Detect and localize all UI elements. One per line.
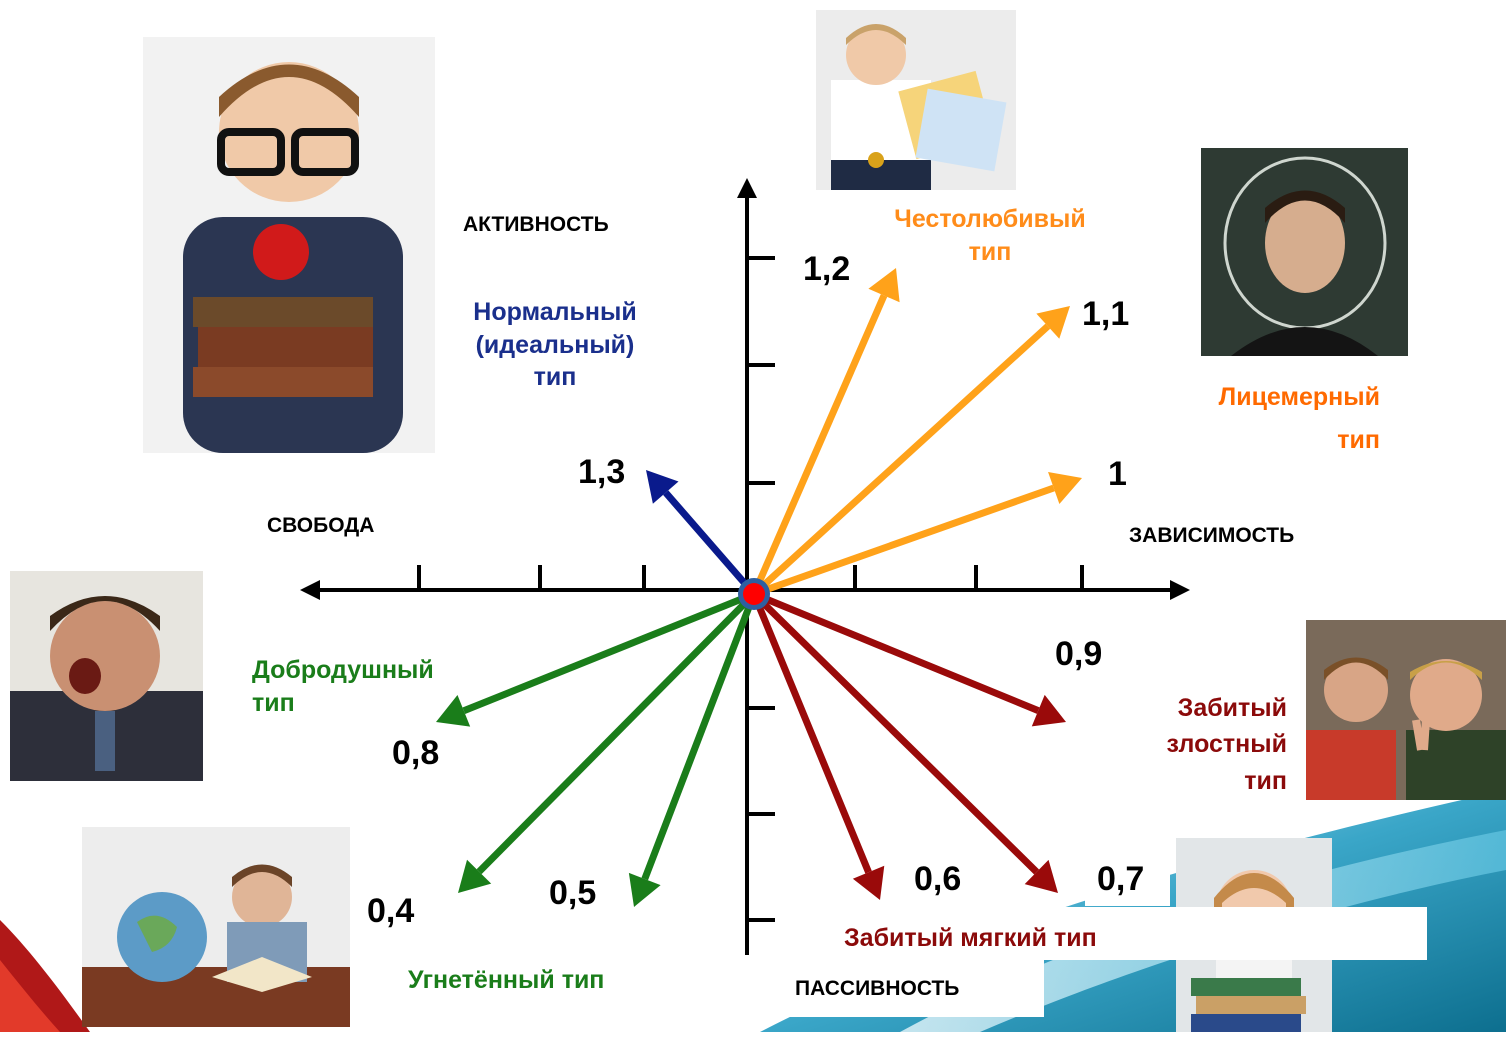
arrowhead-right: [1170, 580, 1190, 600]
value-label-0-4: 0,4: [367, 892, 415, 930]
axis-ticks: [417, 256, 1084, 922]
photo-two-boys: [1306, 620, 1506, 800]
arrow-head-0-9: [1031, 694, 1066, 727]
arrow-shaft-0-7: [751, 591, 1040, 875]
arrow-head-0-6: [852, 865, 885, 900]
axis-label-activity: АКТИВНОСТЬ: [463, 213, 609, 236]
arrow-shaft-1-2: [750, 294, 888, 596]
arrow-shaft-0-6: [750, 592, 872, 874]
axis-arrowheads: [300, 178, 1190, 600]
type-label-downtrodden-soft: Забитый мягкий тип: [844, 924, 1097, 952]
arrow-head-0-8: [436, 695, 471, 727]
value-label-1: 1: [1108, 455, 1127, 493]
arrow-head-1-1: [1036, 306, 1070, 339]
label-bg-oppressed: [394, 955, 706, 1005]
arrow-head-1-2: [868, 268, 900, 303]
type-label-normal: Нормальный (идеальный) тип: [473, 298, 637, 391]
value-label-0-8: 0,8: [392, 734, 440, 772]
arrow-shaft-0-9: [752, 590, 1040, 714]
type-label-downtrodden-angry: Забитый злостный тип: [1166, 694, 1287, 795]
value-label-1-3: 1,3: [578, 453, 626, 491]
label-bg-passive: [776, 955, 1044, 1017]
photo-yawning-boy: [10, 571, 203, 781]
arrow-shaft-0-5: [641, 592, 758, 881]
type-label-hypocritical: Лицемерный тип: [1218, 383, 1380, 454]
value-label-0-9: 0,9: [1055, 635, 1103, 673]
axes: [310, 190, 1180, 955]
type-label-oppressed: Угнетённый тип: [408, 966, 605, 994]
arrow-shaft-1-1: [751, 323, 1051, 597]
photo-boy-glasses-books: [143, 37, 435, 453]
photo-boy-diplomas: [816, 10, 1016, 190]
photo-boy-globe: [82, 827, 350, 1027]
origin-point: [738, 578, 770, 610]
arrow-head-0-5: [628, 872, 661, 907]
value-label-1-2: 1,2: [803, 250, 851, 288]
arrow-head-1: [1048, 471, 1082, 505]
value-label-0-6: 0,6: [914, 860, 962, 898]
arrow-shaft-0-4: [476, 591, 757, 875]
arrow-shaft-1-3: [663, 490, 757, 597]
label-bg-soft: [822, 907, 1427, 960]
arrow-head-0-7: [1024, 859, 1058, 893]
value-label-1-1: 1,1: [1082, 295, 1130, 333]
arrow-shaft-0-8: [462, 590, 756, 715]
value-label-0-7: 0,7: [1097, 860, 1145, 898]
arrowhead-up: [737, 178, 757, 198]
type-label-goodnatured: Добродушный тип: [252, 656, 434, 717]
value-label-0-5: 0,5: [549, 874, 597, 912]
label-bg-07: [1085, 858, 1170, 906]
type-label-ambitious: Честолюбивый тип: [894, 205, 1086, 266]
arrow-head-1-3: [646, 470, 679, 504]
arrowhead-left: [300, 580, 320, 600]
arrow-shaft-1: [752, 484, 1055, 598]
axis-label-passivity: ПАССИВНОСТЬ: [795, 977, 960, 1000]
axis-label-dependence: ЗАВИСИМОСТЬ: [1129, 524, 1295, 547]
type-arrows: [436, 268, 1082, 907]
axis-label-freedom: СВОБОДА: [267, 514, 375, 537]
arrow-head-0-4: [458, 859, 492, 893]
photo-young-man-chalkboard: [1201, 148, 1408, 356]
